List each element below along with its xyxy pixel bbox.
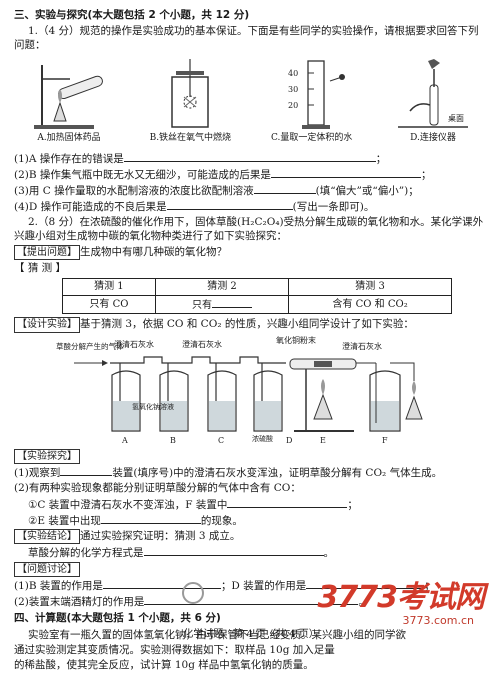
letter-a: A [121, 436, 128, 445]
q2-stem: 2.（8 分）在浓硫酸的催化作用下，固体草酸(H₂C₂O₄)受热分解生成碳的氧化… [14, 216, 484, 243]
tick-30: 30 [288, 85, 298, 94]
equation: 草酸分解的化学方程式是。 [28, 545, 334, 560]
guess-table: 猜测 1 猜测 2 猜测 3 只有 CO 只有 含有 CO 和 CO₂ [62, 278, 452, 315]
guess-header-1: 猜测 1 [62, 278, 156, 296]
guess-value-1: 只有 CO [62, 294, 156, 315]
graduated-cylinder-diagram: 40 30 20 [288, 59, 345, 129]
heating-solid-diagram [34, 64, 103, 129]
disc2: (2)装置末端酒精灯的作用是。 [14, 594, 369, 609]
tag-explore: 【实验探究】 [14, 448, 488, 465]
figure-c: 40 30 20 C.量取一定体积的水 [257, 57, 367, 149]
answer-blank-disc2[interactable] [306, 578, 425, 590]
answer-blank-guess2[interactable] [211, 297, 252, 308]
q1-sub1: (1)A 操作存在的错误是； [14, 151, 387, 165]
connect-apparatus-diagram: 桌面 [397, 58, 468, 128]
q2-guess-tag: 【 猜 测 】 [14, 262, 67, 275]
section-4-title: 四、计算题(本大题包括 1 个小题，共 6 分) [14, 612, 221, 625]
exp1: (1)观察到装置(填序号)中的澄清石灰水变浑浊，证明草酸分解有 CO₂ 气体生成… [14, 465, 443, 480]
answer-blank-exp1[interactable] [60, 465, 113, 477]
disc1: (1)B 装置的作用是；D 装置的作用是； [14, 578, 435, 593]
guess-header-2: 猜测 2 [154, 278, 290, 296]
tick-40: 40 [288, 69, 298, 78]
exp2-1: ①C 装置中澄清石灰水不变浑浊，F 装置中； [28, 497, 358, 511]
q1-sub4: (4)D 操作可能造成的不良后果是(写出一条即可)。 [14, 199, 375, 214]
calc-text-1: 实验室有一瓶久置的固体氢氧化钠，由于保管不当已经变质。某兴趣小组的同学欲 [28, 628, 406, 641]
caption-d: D.连接仪器 [410, 132, 456, 143]
letter-c: C [218, 436, 224, 445]
exp2: (2)有两种实验现象都能分别证明草酸分解的气体中含有 CO： [14, 482, 301, 495]
caption-a: A.加热固体药品 [37, 132, 101, 143]
h2so4-label: 浓硫酸 [252, 434, 273, 443]
calc-text-3: 的稀盐酸，使其完全反应，试计算 10g 样品中氢氧化钠的质量。 [14, 658, 314, 671]
lime-label-1: 澄清石灰水 [114, 339, 154, 349]
answer-blank-2[interactable] [270, 167, 421, 178]
iron-burning-diagram [171, 58, 210, 128]
cuo-label: 氧化铜粉末 [276, 335, 316, 345]
answer-blank-1[interactable] [123, 151, 376, 162]
q1-sub2: (2)B 操作集气瓶中既无水又无细沙，可能造成的后果是； [14, 167, 432, 181]
guess-value-3: 含有 CO 和 CO₂ [288, 294, 452, 315]
lime-label-2: 澄清石灰水 [182, 339, 222, 349]
q2-design: 【设计实验】基于猜测 3，依据 CO 和 CO₂ 的性质，兴趣小组同学设计了如下… [14, 317, 488, 333]
guess-value-2: 只有 [154, 294, 290, 315]
letter-b: B [170, 436, 176, 445]
q1-stem: 1.（4 分）规范的操作是实验成功的基本保证。下面是有些同学的实验操作，请根据要… [14, 25, 479, 52]
section-3-title: 三、实验与探究(本大题包括 2 个小题，共 12 分) [14, 9, 250, 21]
naoh-label: 氢氧化钠溶液 [132, 402, 174, 411]
figure-a: A.加热固体药品 [14, 57, 124, 149]
guess-header-3: 猜测 3 [288, 278, 452, 296]
letter-e: E [320, 436, 326, 445]
answer-blank-exp2-2[interactable] [100, 513, 201, 524]
letter-f: F [382, 436, 388, 445]
apparatus-diagram: 草酸分解产生的气体 澄清石灰水 澄清石灰水 氧化铜粉末 澄清石灰水 [14, 335, 488, 447]
desk-label: 桌面 [448, 113, 464, 123]
calc-text-2: 通过实验测定其变质情况。实验测得数据如下：取样品 10g 加入足量 [14, 643, 335, 656]
exp2-2: ②E 装置中出现的现象。 [28, 513, 243, 527]
figure-d: 桌面 D.连接仪器 [378, 57, 488, 149]
answer-blank-exp2-1[interactable] [227, 497, 348, 508]
caption-c: C.量取一定体积的水 [270, 132, 353, 143]
q1-figures: A.加热固体药品 B.铁丝在氧气中燃烧 40 30 20 [14, 57, 488, 149]
tag-discuss: 【问题讨论】 [14, 561, 488, 578]
caption-b: B.铁丝在氧气中燃烧 [149, 132, 232, 143]
conclusion: 【实验结论】通过实验探究证明：猜测 3 成立。 [14, 528, 488, 545]
answer-blank-4[interactable] [166, 199, 293, 211]
tick-20: 20 [288, 101, 298, 110]
figure-b: B.铁丝在氧气中燃烧 [135, 57, 245, 149]
lime-label-3: 澄清石灰水 [342, 341, 382, 351]
answer-blank-disc3[interactable] [144, 594, 359, 606]
answer-blank-3[interactable] [253, 183, 316, 194]
letter-d: D [286, 436, 292, 445]
answer-blank-equation[interactable] [143, 545, 324, 557]
apparatus-svg: 草酸分解产生的气体 澄清石灰水 澄清石灰水 氧化铜粉末 澄清石灰水 [56, 335, 423, 445]
page-footer: 化学试题 第 4 页（共 4 页） [183, 629, 319, 640]
q2-question: 【提出问题】生成物中有哪几种碳的氧化物？ [14, 244, 488, 261]
watermark-brand: 3773考试网 [317, 580, 485, 615]
exam-page: 三、实验与探究(本大题包括 2 个小题，共 12 分) 1.（4 分）规范的操作… [14, 6, 488, 673]
watermark-logo-icon [182, 582, 204, 604]
gas-label: 草酸分解产生的气体 [56, 341, 124, 351]
q1-sub3: (3)用 C 操作量取的水配制溶液的浓度比欲配制溶液(填“偏大”或“偏小”)； [14, 183, 419, 197]
answer-blank-disc1[interactable] [102, 578, 221, 590]
watermark-url: 3773.com.cn [402, 614, 475, 627]
